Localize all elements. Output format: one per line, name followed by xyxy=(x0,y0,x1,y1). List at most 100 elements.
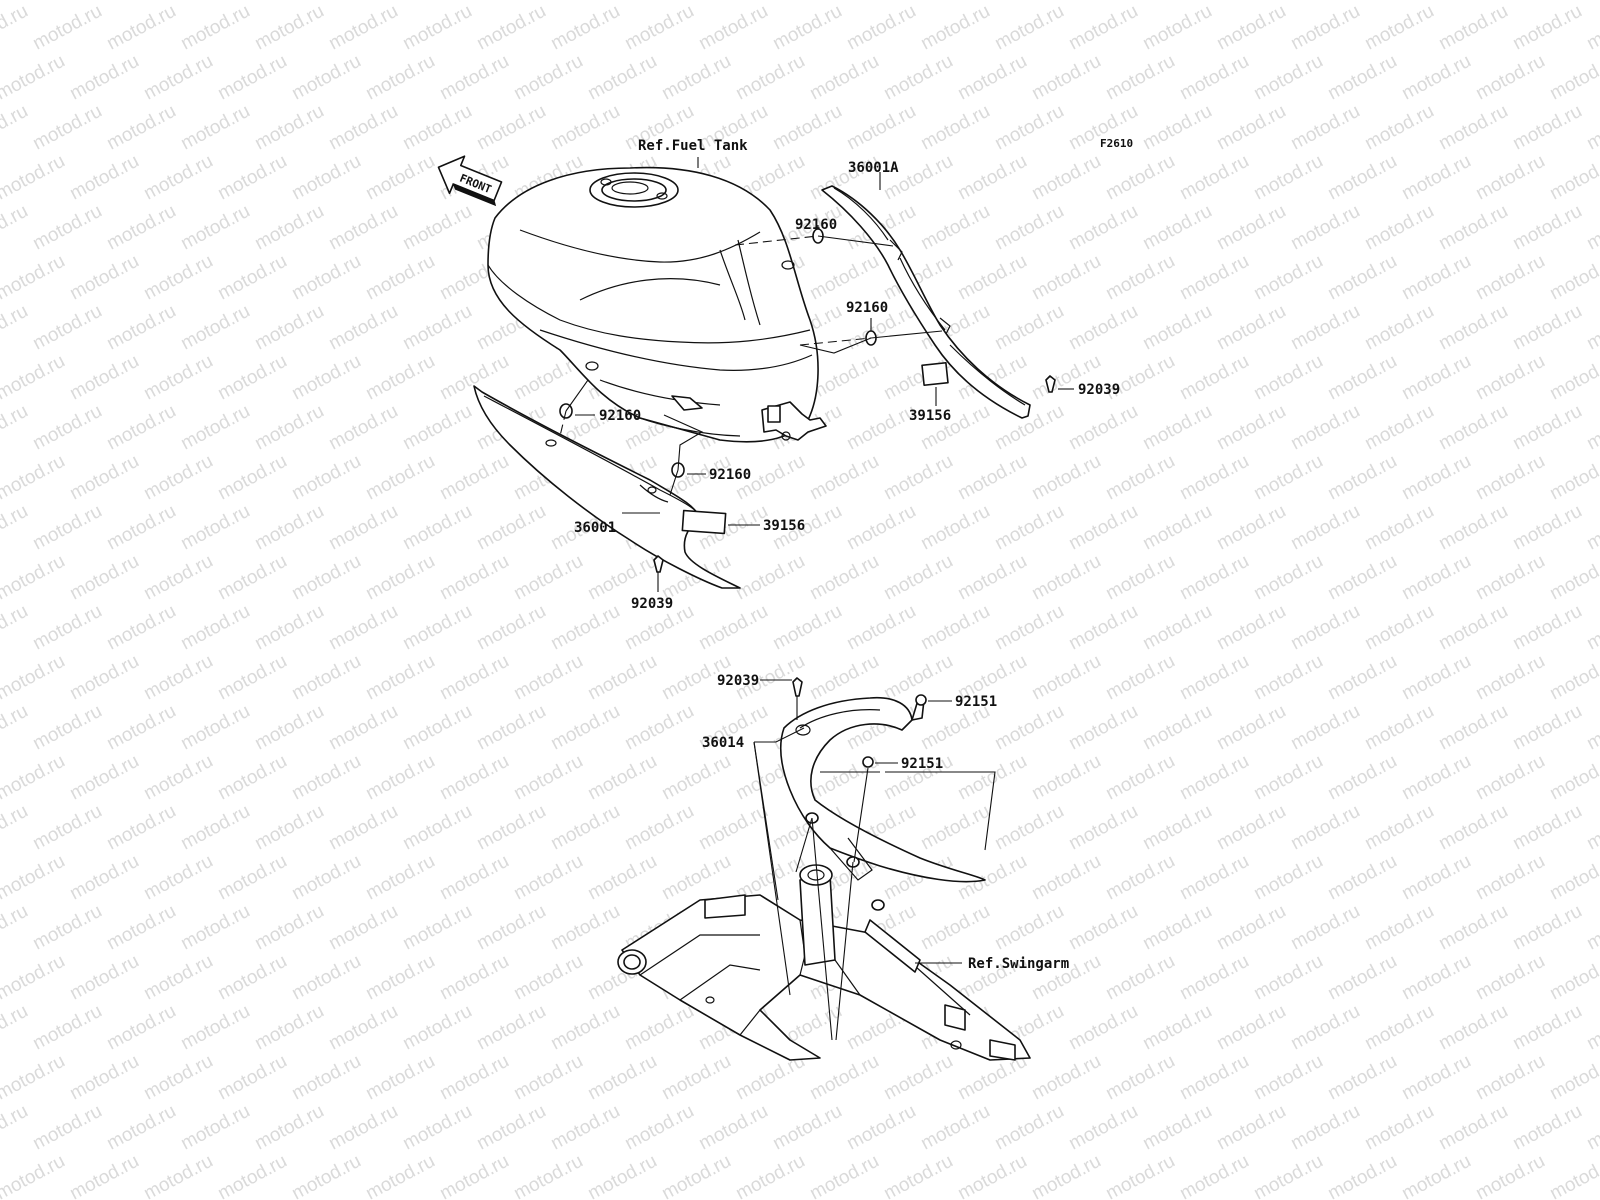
watermark-text: motod.ru xyxy=(1065,601,1141,655)
watermark-text: motod.ru xyxy=(954,151,1030,205)
watermark-text: motod.ru xyxy=(214,51,290,105)
watermark-text: motod.ru xyxy=(584,751,660,805)
watermark-text: motod.ru xyxy=(1324,351,1400,405)
watermark-text: motod.ru xyxy=(1546,151,1600,205)
watermark-text: motod.ru xyxy=(177,101,253,155)
watermark-text: motod.ru xyxy=(1472,651,1548,705)
watermark-text: motod.ru xyxy=(288,1051,364,1105)
label-92160-c: 92160 xyxy=(599,408,641,424)
watermark-text: motod.ru xyxy=(1176,451,1252,505)
watermark-text: motod.ru xyxy=(1472,1051,1548,1105)
watermark-text: motod.ru xyxy=(1509,501,1585,555)
leader-lines-lower xyxy=(753,679,996,1041)
watermark-text: motod.ru xyxy=(1287,101,1363,155)
watermark-text: motod.ru xyxy=(177,701,253,755)
watermark-text: motod.ru xyxy=(325,701,401,755)
watermark-text: motod.ru xyxy=(1065,401,1141,455)
watermark-text: motod.ru xyxy=(991,501,1067,555)
watermark-text: motod.ru xyxy=(954,1151,1030,1200)
watermark-text: motod.ru xyxy=(177,901,253,955)
watermark-text: motod.ru xyxy=(1213,101,1289,155)
watermark-text: motod.ru xyxy=(658,1051,734,1105)
watermark-text: motod.ru xyxy=(917,201,993,255)
watermark-text: motod.ru xyxy=(1102,751,1178,805)
watermark-text: motod.ru xyxy=(1435,501,1511,555)
watermark-text: motod.ru xyxy=(251,601,327,655)
watermark-text: motod.ru xyxy=(1028,251,1104,305)
watermark-text: motod.ru xyxy=(1546,251,1600,305)
watermark-text: motod.ru xyxy=(1509,601,1585,655)
watermark-text: motod.ru xyxy=(510,951,586,1005)
watermark-text: motod.ru xyxy=(177,401,253,455)
watermark-text: motod.ru xyxy=(1546,351,1600,405)
watermark-text: motod.ru xyxy=(1287,1,1363,55)
watermark-text: motod.ru xyxy=(1176,0,1252,4)
watermark-text: motod.ru xyxy=(1028,551,1104,605)
watermark-text: motod.ru xyxy=(806,1151,882,1200)
watermark-text: motod.ru xyxy=(1213,601,1289,655)
watermark-text: motod.ru xyxy=(1287,501,1363,555)
watermark-text: motod.ru xyxy=(66,651,142,705)
watermark-text: motod.ru xyxy=(0,101,32,155)
watermark-text: motod.ru xyxy=(1361,601,1437,655)
watermark-text: motod.ru xyxy=(547,101,623,155)
watermark-text: motod.ru xyxy=(0,601,32,655)
watermark-text: motod.ru xyxy=(1546,551,1600,605)
watermark-text: motod.ru xyxy=(288,451,364,505)
watermark-text: motod.ru xyxy=(1213,301,1289,355)
watermark-text: motod.ru xyxy=(1324,851,1400,905)
watermark-text: motod.ru xyxy=(658,51,734,105)
watermark-text: motod.ru xyxy=(103,701,179,755)
watermark-text: motod.ru xyxy=(658,0,734,4)
watermark-text: motod.ru xyxy=(510,0,586,4)
watermark-text: motod.ru xyxy=(1250,551,1326,605)
watermark-text: motod.ru xyxy=(732,51,808,105)
watermark-text: motod.ru xyxy=(1250,0,1326,4)
watermark-text: motod.ru xyxy=(140,851,216,905)
label-92160-b: 92160 xyxy=(846,300,888,316)
watermark-text: motod.ru xyxy=(1324,951,1400,1005)
watermark-text: motod.ru xyxy=(584,1151,660,1200)
watermark-text: motod.ru xyxy=(362,251,438,305)
watermark-text: motod.ru xyxy=(1287,801,1363,855)
watermark-text: motod.ru xyxy=(0,1151,69,1200)
watermark-text: motod.ru xyxy=(66,51,142,105)
watermark-text: motod.ru xyxy=(1213,501,1289,555)
watermark-text: motod.ru xyxy=(251,101,327,155)
label-92151-a: 92151 xyxy=(955,694,997,710)
watermark-text: motod.ru xyxy=(1435,301,1511,355)
watermark-text: motod.ru xyxy=(214,451,290,505)
watermark-text: motod.ru xyxy=(954,551,1030,605)
watermark-text: motod.ru xyxy=(806,51,882,105)
watermark-text: motod.ru xyxy=(1139,1001,1215,1055)
watermark-text: motod.ru xyxy=(1583,401,1600,455)
watermark-text: motod.ru xyxy=(1250,651,1326,705)
watermark-text: motod.ru xyxy=(66,1151,142,1200)
watermark-text: motod.ru xyxy=(1250,951,1326,1005)
watermark-text: motod.ru xyxy=(1176,851,1252,905)
watermark-text: motod.ru xyxy=(1361,301,1437,355)
watermark-text: motod.ru xyxy=(843,501,919,555)
watermark-text: motod.ru xyxy=(0,0,69,4)
watermark-text: motod.ru xyxy=(103,401,179,455)
watermark-text: motod.ru xyxy=(473,901,549,955)
watermark-text: motod.ru xyxy=(1509,101,1585,155)
watermark-text: motod.ru xyxy=(66,1051,142,1105)
watermark-text: motod.ru xyxy=(177,601,253,655)
watermark-text: motod.ru xyxy=(695,801,771,855)
watermark-text: motod.ru xyxy=(695,601,771,655)
watermark-text: motod.ru xyxy=(547,1,623,55)
watermark-text: motod.ru xyxy=(1028,751,1104,805)
watermark-text: motod.ru xyxy=(1139,101,1215,155)
fasteners-lower xyxy=(792,677,927,768)
watermark-text: motod.ru xyxy=(177,1001,253,1055)
watermark-text: motod.ru xyxy=(1583,801,1600,855)
watermark-text: motod.ru xyxy=(362,151,438,205)
label-92160-a: 92160 xyxy=(795,217,837,233)
label-92039-c: 92039 xyxy=(717,673,759,689)
watermark-text: motod.ru xyxy=(1250,851,1326,905)
watermark-text: motod.ru xyxy=(1065,201,1141,255)
watermark-text: motod.ru xyxy=(436,651,512,705)
watermark-text: motod.ru xyxy=(621,801,697,855)
watermark-text: motod.ru xyxy=(103,601,179,655)
